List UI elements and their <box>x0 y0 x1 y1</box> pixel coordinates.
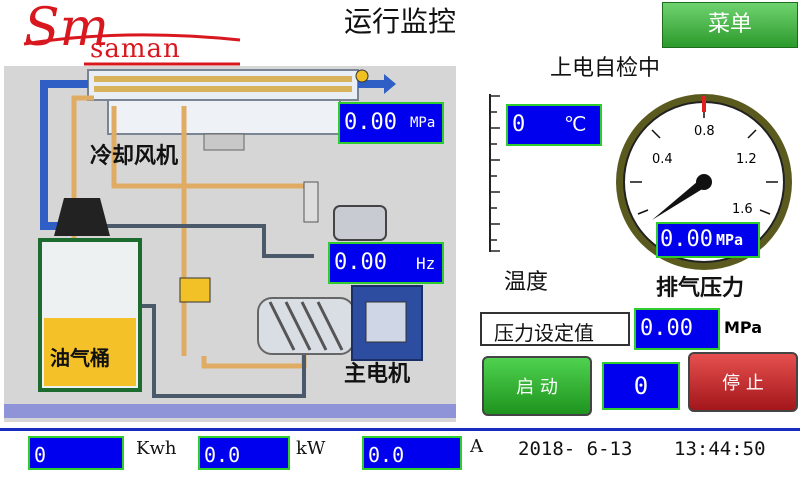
gauge-tick-16: 1.6 <box>732 202 753 217</box>
motor-label: 主电机 <box>344 361 411 387</box>
gauge-tick-08: 0.8 <box>694 124 715 139</box>
setpoint-input[interactable]: 0.00 <box>634 308 720 350</box>
setpoint-unit: MPa <box>724 318 763 337</box>
gauge-tick-12: 1.2 <box>736 152 757 167</box>
gauge-value-display: 0.00 MPa <box>656 222 760 258</box>
brand-swoosh-icon <box>23 33 241 66</box>
self-check-status: 上电自检中 <box>550 56 661 81</box>
gauge-value: 0.00 <box>660 227 713 252</box>
gauge-unit: MPa <box>716 231 744 249</box>
temperature-scale <box>488 94 502 254</box>
cooler-pressure-display: 0.00 MPa <box>338 102 444 144</box>
brand-logo-mark: Sm <box>24 0 109 58</box>
compressor-diagram: 冷却风机 油气桶 主电机 <box>4 66 456 422</box>
current-unit: A <box>470 436 483 457</box>
stop-button[interactable]: 停 止 <box>688 352 798 412</box>
temperature-unit: ℃ <box>564 112 587 136</box>
menu-button[interactable]: 菜单 <box>662 2 798 48</box>
brand-logo: Sm saman <box>14 0 244 66</box>
tank-label: 油气桶 <box>50 346 110 370</box>
frequency-display: 0.00 Hz <box>328 242 444 284</box>
temperature-display: 0 ℃ <box>506 104 602 146</box>
gauge-tick-04: 0.4 <box>652 152 673 167</box>
start-button[interactable]: 启 动 <box>482 356 592 416</box>
page-title: 运行监控 <box>343 5 456 38</box>
setpoint-label: 压力设定值 <box>494 321 594 345</box>
setpoint-label-box: 压力设定值 <box>480 312 630 346</box>
power-unit: kW <box>296 438 326 459</box>
gauge-needle <box>652 174 712 220</box>
setpoint-value: 0.00 <box>640 316 693 341</box>
brand-logo-word: saman <box>90 34 181 64</box>
energy-display: 0 <box>28 436 124 470</box>
energy-unit: Kwh <box>136 438 177 459</box>
cooler-pressure-value: 0.00 <box>344 110 397 135</box>
cooler-label: 冷却风机 <box>90 143 179 169</box>
cooler-pressure-unit: MPa <box>410 115 436 131</box>
temperature-label: 温度 <box>504 270 549 295</box>
temperature-ticks <box>489 94 500 252</box>
gauge-label: 排气压力 <box>656 275 745 301</box>
temperature-value: 0 <box>512 112 526 137</box>
frequency-value: 0.00 <box>334 250 387 275</box>
run-count-value: 0 <box>633 372 649 400</box>
time-display: 13:44:50 <box>674 438 766 460</box>
frequency-unit: Hz <box>416 254 436 273</box>
run-count-display: 0 <box>602 362 680 410</box>
compressor-schematic <box>4 69 456 418</box>
current-display: 0.0 <box>362 436 462 470</box>
power-display: 0.0 <box>198 436 290 470</box>
date-display: 2018- 6-13 <box>518 438 633 460</box>
